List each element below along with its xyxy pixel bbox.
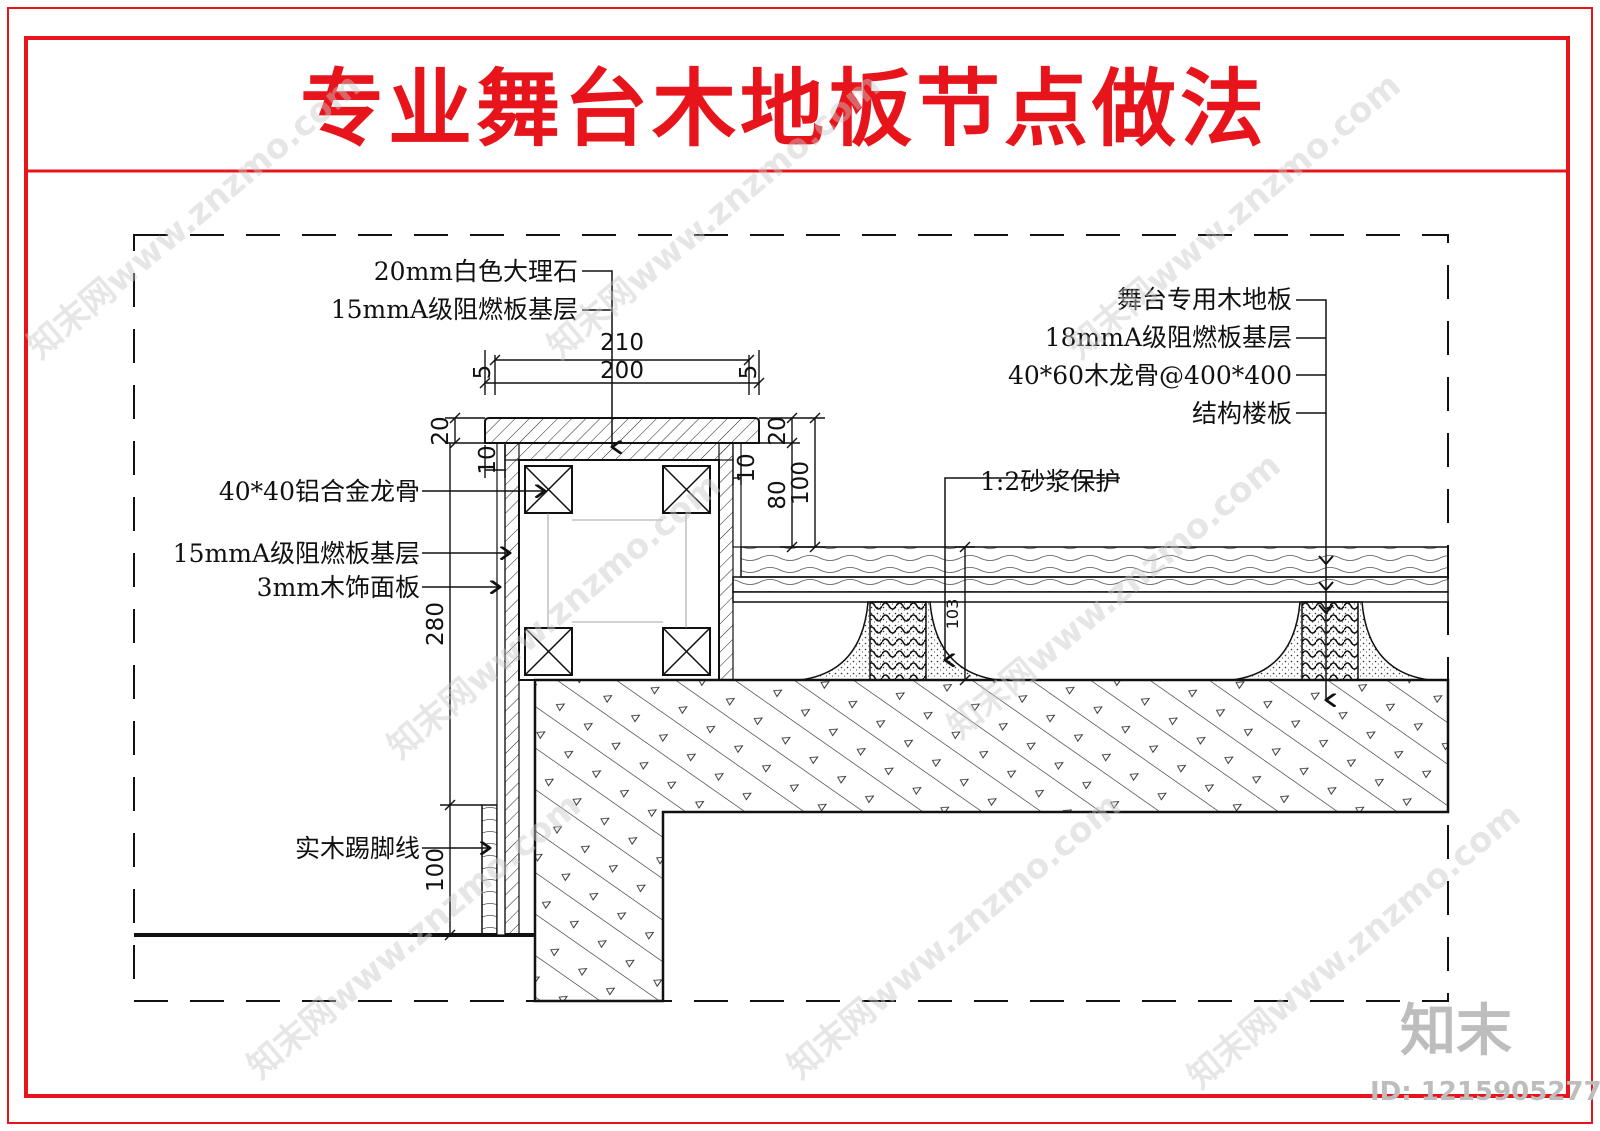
stage-wood-floor [740, 546, 1449, 578]
label-fr-board-15-side: 15mmA级阻燃板基层 [173, 539, 420, 568]
wood-joist-1 [869, 601, 927, 681]
label-stage-floor: 舞台专用木地板 [1117, 285, 1292, 314]
dim-20-left: 20 [428, 416, 454, 445]
label-slab: 结构楼板 [1192, 399, 1292, 428]
leader-lines [422, 270, 1333, 848]
marble-cap [484, 417, 760, 444]
watermark-logo: 知末 [1400, 999, 1512, 1064]
dim-210: 210 [600, 330, 644, 356]
watermark-id: ID: 1215905277 [1370, 1077, 1600, 1107]
wood-joist-2 [1301, 601, 1359, 681]
viewport-border [133, 234, 1449, 1002]
dim-100-right: 100 [788, 461, 814, 505]
dim-10-right: 10 [734, 453, 760, 482]
dim-5-left: 5 [470, 365, 496, 380]
dim-5-right: 5 [736, 365, 762, 380]
dim-200: 200 [600, 358, 644, 384]
dim-80: 80 [765, 480, 791, 509]
watermark-text: 知末网www.znzmo.com [20, 65, 369, 367]
label-mortar: 1:2砂浆保护 [980, 467, 1120, 496]
page-title: 专业舞台木地板节点做法 [300, 60, 1268, 158]
label-fr-board-15-top: 15mmA级阻燃板基层 [331, 295, 578, 324]
label-marble: 20mm白色大理石 [374, 257, 578, 286]
label-wood-veneer: 3mm木饰面板 [257, 573, 420, 602]
dim-10-left: 10 [475, 445, 501, 474]
label-fr-board-18: 18mmA级阻燃板基层 [1045, 323, 1292, 352]
watermark-text: 知末网www.znzmo.com [780, 785, 1129, 1087]
label-skirting: 实木踢脚线 [295, 834, 420, 863]
outer-frame [7, 7, 1593, 1124]
top-fr-board [504, 442, 734, 461]
label-wood-joist: 40*60木龙骨@400*400 [1008, 361, 1292, 390]
dim-280: 280 [423, 602, 449, 646]
stage-base-line [732, 591, 1449, 603]
dimension-lines [440, 350, 975, 941]
concrete-slab [533, 678, 1450, 1003]
box-right-board [718, 442, 734, 681]
dim-100-left: 100 [423, 848, 449, 892]
inner-frame [24, 36, 1570, 1098]
dim-103: 103 [943, 599, 962, 630]
dim-20-right: 20 [765, 416, 791, 445]
label-alu-joist: 40*40铝合金龙骨 [219, 477, 420, 506]
